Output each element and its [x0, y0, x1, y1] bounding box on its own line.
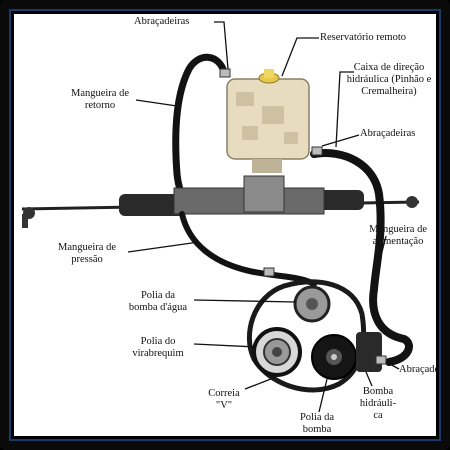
label-abracadeiras-top: Abraçadeiras — [134, 16, 190, 27]
label-caixa-direcao: Caixa de direção hidráulica (Pinhão e Cr… — [346, 62, 432, 97]
v-belt — [247, 279, 367, 393]
label-mangueira-pressao: Mangueira de pressão — [57, 242, 117, 265]
leader-mangueira-alimentacao — [378, 235, 387, 265]
label-polia-virabrequim: Polia do virabrequim — [132, 336, 184, 359]
clamp-mid — [311, 146, 323, 156]
steering-rack — [21, 175, 420, 228]
leader-caixa — [335, 71, 354, 148]
leader-mangueira-retorno — [135, 99, 178, 107]
label-correia-v: Correia "V" — [208, 388, 240, 411]
leader-polia-agua — [193, 299, 297, 303]
clamp-pressure — [263, 267, 275, 277]
leader-abracadeiras-mid — [321, 134, 360, 147]
clamp-low — [375, 355, 387, 365]
label-abracadeiras-mid: Abraçadeiras — [360, 128, 416, 139]
leader-polia-hidraulica — [318, 378, 328, 413]
hydraulic-pump-pulley — [311, 334, 357, 380]
leader-abracadeiras-top — [214, 21, 229, 70]
hydraulic-pump — [356, 332, 382, 372]
leader-reservatorio — [281, 37, 319, 77]
water-pump-pulley — [293, 285, 331, 323]
leader-polia-virabrequim — [193, 343, 257, 348]
crankshaft-pulley — [252, 327, 302, 377]
leader-mangueira-pressao — [127, 241, 200, 253]
label-reservatorio: Reservatório remoto — [320, 32, 407, 43]
label-mangueira-retorno: Mangueira de retorno — [70, 88, 130, 111]
remote-reservoir — [226, 69, 310, 173]
leader-bomba-hidraulica — [365, 371, 373, 387]
label-polia-bomba-hidraulica: Polia da bomba hidráuli- ca — [299, 412, 335, 435]
leader-abracadeiras-low — [385, 361, 400, 370]
leader-correia — [244, 376, 277, 390]
clamp-top — [219, 68, 231, 78]
label-abracadeiras-low: Abraçadeiras — [399, 364, 436, 375]
label-polia-bomba-agua: Polia da bomba d'água — [128, 290, 188, 313]
supply-hose — [310, 149, 413, 366]
power-steering-diagram — [21, 21, 420, 413]
pressure-hose — [179, 211, 317, 287]
label-bomba-hidraulica: Bomba hidráuli- ca — [359, 386, 397, 421]
return-hose — [172, 53, 228, 210]
leader-lines — [127, 21, 400, 413]
label-mangueira-alimentacao: Mangueira de alimentação — [368, 224, 428, 247]
diagram-canvas: Abraçadeiras Reservatório remoto Manguei… — [14, 14, 436, 436]
